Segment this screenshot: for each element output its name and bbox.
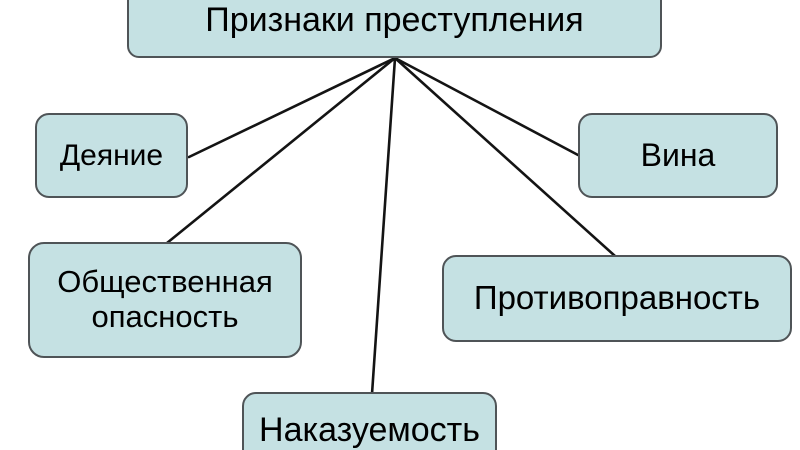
- diagram-title-label: Признаки преступления: [205, 0, 584, 39]
- node-deyanie: Деяние: [35, 113, 188, 198]
- diagram-title-node: Признаки преступления: [127, 0, 662, 58]
- connector-title-to-obshchestvennaya: [165, 56, 397, 245]
- node-nakazuemost-label: Наказуемость: [259, 410, 480, 449]
- connector-title-to-vina: [393, 56, 580, 157]
- node-protivopravnost-label: Противоправность: [473, 279, 761, 317]
- node-obshchestvennaya-opasnost-label: Общественная опасность: [57, 264, 273, 334]
- node-obshchestvennaya-opasnost: Общественная опасность: [28, 242, 302, 358]
- connector-title-to-nakazuemost: [370, 56, 397, 396]
- node-vina-label: Вина: [640, 136, 716, 173]
- node-nakazuemost: Наказуемость: [242, 392, 497, 450]
- connector-title-to-protivopravnost: [393, 56, 617, 258]
- node-deyanie-label: Деяние: [59, 138, 164, 172]
- node-protivopravnost: Противоправность: [442, 255, 792, 342]
- node-vina: Вина: [578, 113, 778, 198]
- connector-title-to-deyanie: [187, 56, 397, 159]
